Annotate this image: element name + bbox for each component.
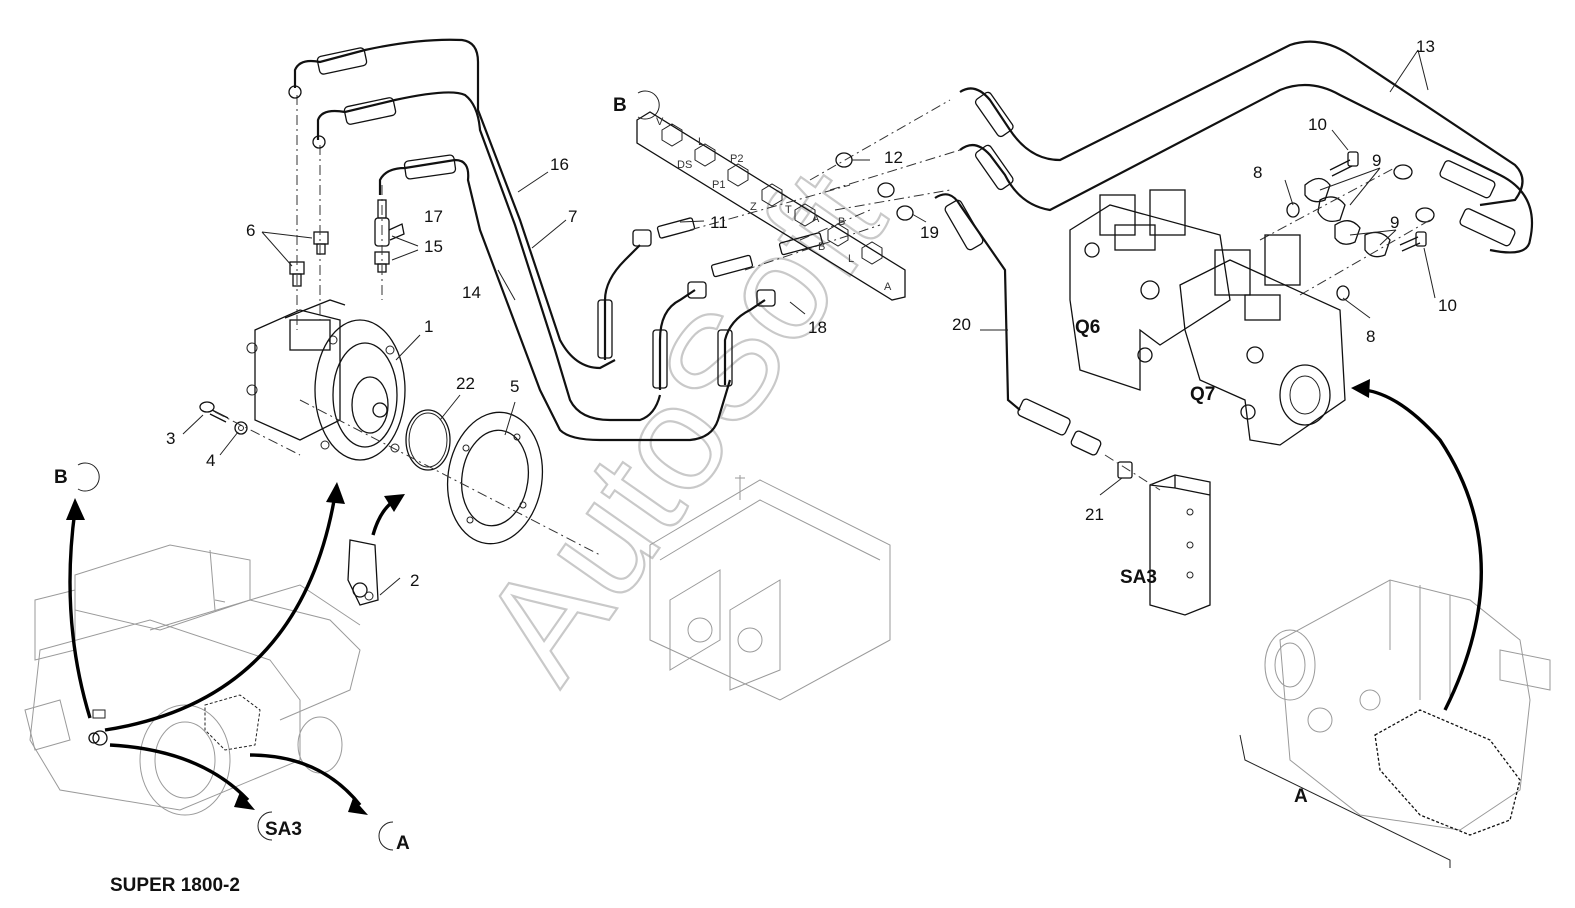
- hose-end-11: [597, 217, 754, 390]
- bolt-axis-centerline: [214, 411, 301, 456]
- callout-4: 4: [206, 451, 215, 470]
- callout-9-lower: 9: [1390, 213, 1399, 232]
- valve-block-q7: [1179, 234, 1346, 446]
- motor-axis-centerline: [299, 399, 601, 556]
- callout-18: 18: [808, 318, 827, 337]
- callout-22: 22: [456, 374, 475, 393]
- tag-q6: Q6: [1075, 317, 1100, 338]
- ref-circle-b-left: [77, 462, 100, 492]
- callout-13: 13: [1416, 37, 1435, 56]
- callout-16: 16: [550, 155, 569, 174]
- callout-10-lower: 10: [1438, 296, 1457, 315]
- hose-14: [378, 154, 732, 442]
- clamp-9: [1304, 177, 1391, 258]
- hydraulic-motor: [246, 299, 406, 461]
- callout-15: 15: [424, 237, 443, 256]
- tag-a-ref: A: [396, 833, 410, 854]
- tag-sa3-block: SA3: [1120, 567, 1157, 588]
- leader-lines: [182, 49, 1436, 596]
- tag-q7: Q7: [1190, 384, 1215, 405]
- tag-a-detail: A: [1294, 786, 1308, 807]
- callout-3: 3: [166, 429, 175, 448]
- hose-13: [959, 40, 1534, 254]
- valve-block-q6: [1069, 189, 1231, 391]
- hose-7: [312, 91, 662, 422]
- callout-labels: 1 2 3 4 5 6 7 8 8 9 9 10 10 11 12 13 14 …: [166, 37, 1457, 590]
- watermark: AutoSoft: [447, 140, 917, 710]
- callout-19: 19: [920, 223, 939, 242]
- fitting-6: [289, 231, 329, 287]
- callout-5: 5: [510, 377, 519, 396]
- ref-circle-sa3: [257, 811, 273, 841]
- svg-text:DS: DS: [677, 159, 692, 171]
- clip-part-2: [347, 539, 379, 606]
- gasket-5: [446, 411, 544, 545]
- callout-1: 1: [424, 317, 433, 336]
- svg-text:A: A: [884, 281, 892, 293]
- hose-20: [934, 193, 1102, 456]
- tag-b-plate: B: [613, 95, 627, 116]
- svg-text:A: A: [812, 213, 820, 225]
- svg-text:Z: Z: [750, 201, 757, 213]
- washer-4: [234, 421, 248, 435]
- callout-9-upper: 9: [1372, 151, 1381, 170]
- callout-14: 14: [462, 283, 481, 302]
- svg-text:T: T: [785, 204, 792, 216]
- ref-circle-a: [378, 821, 394, 851]
- hose-16: [288, 38, 616, 370]
- nut-19: [896, 205, 914, 221]
- o-ring-8: [1286, 202, 1350, 301]
- svg-text:P1: P1: [712, 179, 725, 191]
- callout-10-upper: 10: [1308, 115, 1327, 134]
- svg-text:AutoSoft: AutoSoft: [449, 141, 917, 709]
- hose-end-18: [717, 232, 824, 387]
- callout-8-upper: 8: [1253, 163, 1262, 182]
- callout-17: 17: [424, 207, 443, 226]
- callout-20: 20: [952, 315, 971, 334]
- svg-text:V: V: [656, 116, 664, 128]
- transmission-detail: [1239, 579, 1551, 868]
- bolt-3: [199, 401, 229, 423]
- plate-centerlines: [689, 99, 961, 271]
- machine-title: SUPER 1800-2: [110, 875, 240, 896]
- svg-text:P2: P2: [730, 153, 743, 165]
- callout-8-lower: 8: [1366, 327, 1375, 346]
- ref-circle-b-plate: [637, 90, 660, 120]
- bolt-10: [1329, 151, 1427, 252]
- callout-6: 6: [246, 221, 255, 240]
- fitting-centerlines: [296, 95, 383, 330]
- reference-arrows: [66, 379, 1483, 815]
- callout-7: 7: [568, 207, 577, 226]
- valve-centerlines: [1259, 164, 1431, 296]
- callout-2: 2: [410, 571, 419, 590]
- o-ring-22: [405, 409, 451, 471]
- sa3-manifold-block: [1149, 474, 1211, 616]
- fitting-21: [1104, 454, 1161, 491]
- callout-11: 11: [710, 213, 728, 232]
- tag-labels: Q6 Q7 SA3 SA3 A A B B: [54, 95, 1308, 854]
- svg-text:B: B: [818, 241, 825, 253]
- callout-21: 21: [1085, 505, 1104, 524]
- svg-text:L: L: [848, 253, 854, 265]
- tag-b-left: B: [54, 467, 68, 488]
- callout-12: 12: [884, 148, 903, 167]
- svg-text:L: L: [698, 136, 704, 148]
- tag-sa3-ref: SA3: [265, 819, 302, 840]
- machine-frame-outline: [649, 475, 891, 701]
